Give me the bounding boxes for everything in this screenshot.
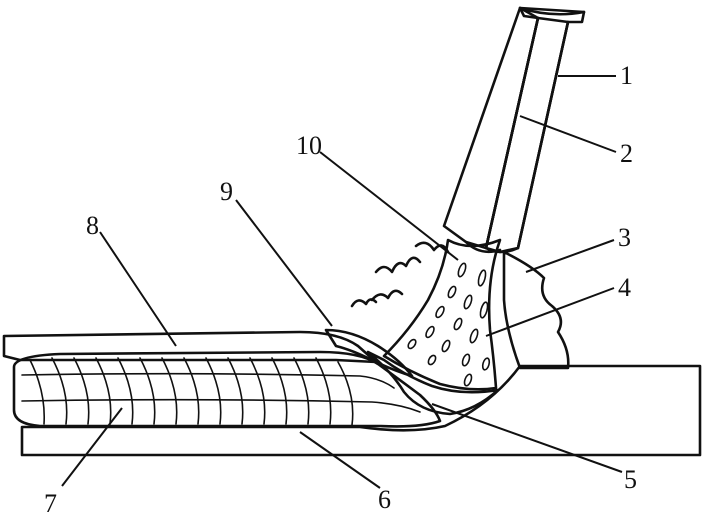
label-8: 8 [86,211,99,240]
label-9: 9 [220,177,233,206]
electrode-core-left-edge [486,18,538,248]
label-1: 1 [620,61,633,90]
label-4: 4 [618,273,631,302]
label-6: 6 [378,485,391,514]
label-3: 3 [618,223,631,252]
label-2: 2 [620,139,633,168]
weld-ripples [22,358,420,425]
slag-crust [4,332,376,362]
label-5: 5 [624,465,637,494]
gas-puffs [352,243,448,306]
label-10: 10 [296,131,322,160]
gas-shield [504,252,568,368]
electrode-core-right-edge [518,22,568,248]
droplets [407,262,491,386]
label-7: 7 [44,489,57,518]
electrode-core [486,18,568,252]
electrode-coating-left [444,8,538,248]
base-metal [22,366,700,455]
electrode-coating [486,8,584,252]
